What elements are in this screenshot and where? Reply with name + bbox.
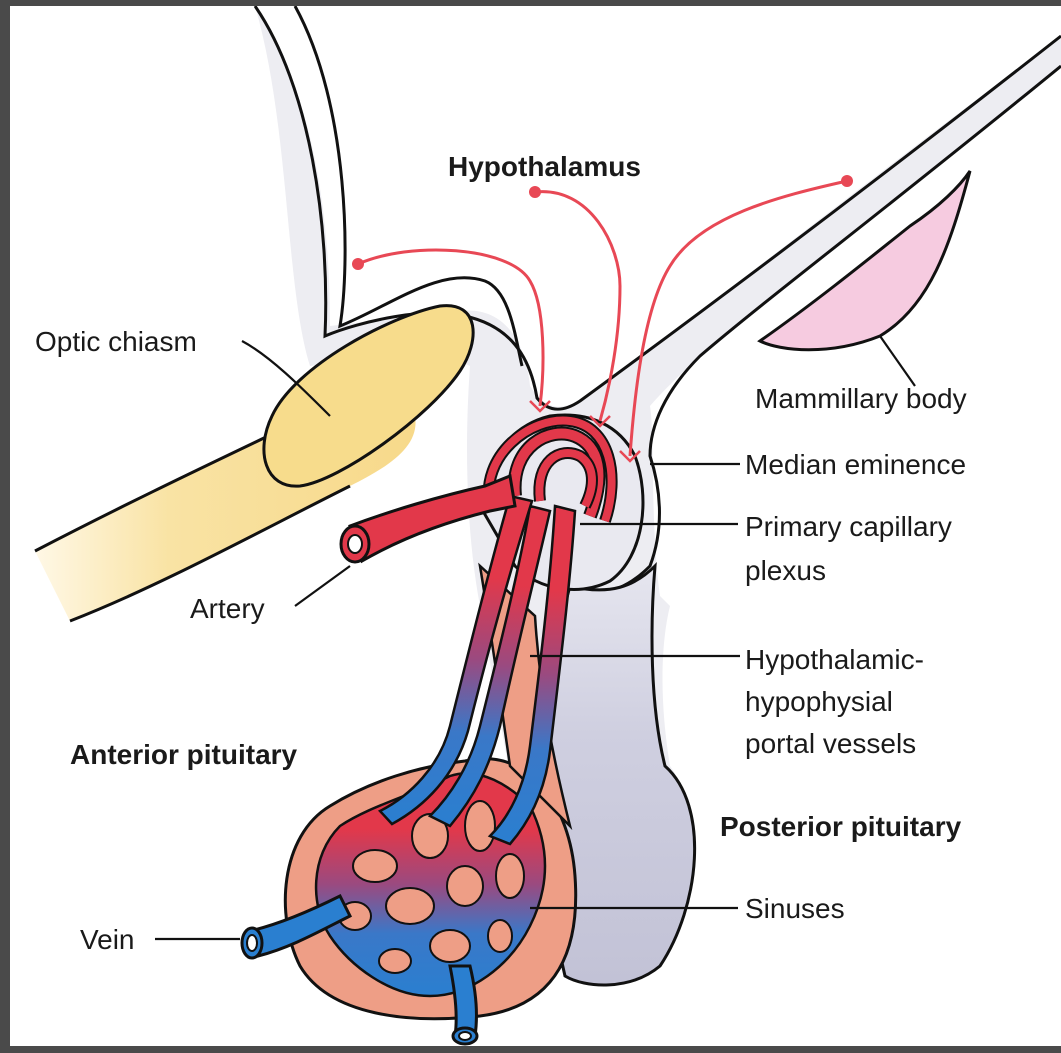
label-posterior-pituitary: Posterior pituitary bbox=[720, 811, 962, 842]
label-portal-vessels-3: portal vessels bbox=[745, 728, 916, 759]
label-optic-chiasm: Optic chiasm bbox=[35, 326, 197, 357]
label-mammillary-body: Mammillary body bbox=[755, 383, 967, 414]
neuron-2 bbox=[535, 192, 620, 421]
diagram-frame: Hypothalamus Optic chiasm Mammillary bod… bbox=[10, 6, 1061, 1046]
label-median-eminence: Median eminence bbox=[745, 449, 966, 480]
label-portal-vessels-2: hypophysial bbox=[745, 686, 893, 717]
label-artery: Artery bbox=[190, 593, 265, 624]
label-portal-vessels-1: Hypothalamic- bbox=[745, 644, 924, 675]
label-hypothalamus: Hypothalamus bbox=[448, 151, 641, 182]
label-primary-capillary-plexus-1: Primary capillary bbox=[745, 511, 952, 542]
label-sinuses: Sinuses bbox=[745, 893, 845, 924]
label-vein: Vein bbox=[80, 924, 135, 955]
label-anterior-pituitary: Anterior pituitary bbox=[70, 739, 298, 770]
label-primary-capillary-plexus-2: plexus bbox=[745, 555, 826, 586]
hypothalamus-pituitary-diagram: Hypothalamus Optic chiasm Mammillary bod… bbox=[10, 6, 1061, 1046]
